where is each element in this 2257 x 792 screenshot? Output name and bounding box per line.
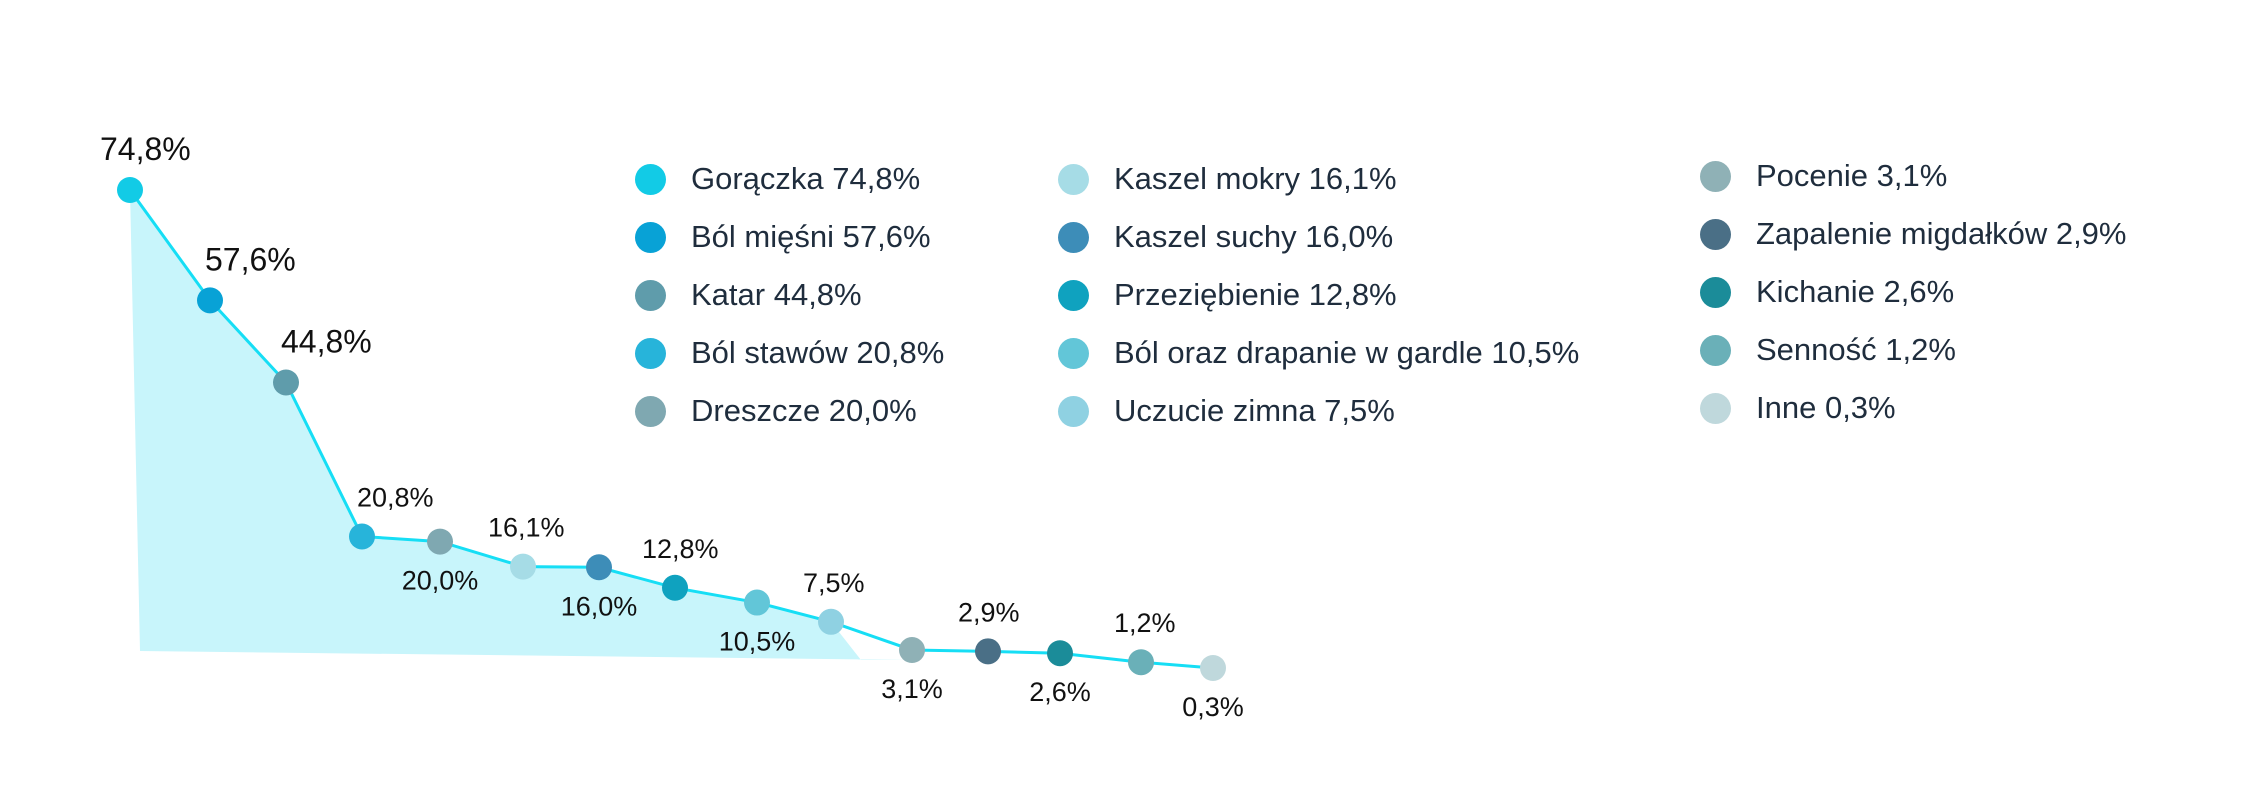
legend-item-2: Ból mięśni 57,6%	[635, 208, 944, 266]
data-point-14	[1128, 649, 1154, 676]
data-label-1: 74,8%	[100, 131, 191, 167]
data-point-7	[586, 554, 612, 581]
legend-label-4: Ból stawów 20,8%	[691, 335, 945, 370]
legend-label-2: Ból mięśni 57,6%	[691, 219, 931, 254]
legend-label-15: Inne 0,3%	[1756, 390, 1896, 425]
legend-item-12: Zapalenie migdałków 2,9%	[1700, 205, 2127, 263]
legend-swatch-6	[1058, 163, 1089, 195]
data-point-6	[510, 553, 536, 580]
data-point-10	[818, 608, 844, 635]
data-label-5: 20,0%	[402, 566, 479, 596]
legend-swatch-3	[635, 279, 666, 311]
data-label-8: 12,8%	[642, 534, 719, 564]
data-point-8	[662, 574, 688, 601]
legend-swatch-7	[1058, 221, 1089, 253]
data-label-15: 0,3%	[1182, 692, 1244, 722]
legend-label-13: Kichanie 2,6%	[1756, 274, 1955, 309]
legend-swatch-5	[635, 395, 666, 427]
data-label-3: 44,8%	[281, 323, 372, 359]
legend-item-10: Uczucie zimna 7,5%	[1058, 382, 1579, 440]
data-label-9: 10,5%	[719, 627, 796, 657]
legend-item-5: Dreszcze 20,0%	[635, 382, 944, 440]
legend-column-1: Gorączka 74,8% Ból mięśni 57,6% Katar 44,8…	[635, 150, 944, 440]
chart-area-fill	[130, 190, 912, 660]
data-point-5	[427, 528, 453, 555]
legend-swatch-15	[1700, 392, 1731, 424]
data-label-2: 57,6%	[205, 241, 296, 277]
chart-legend: Gorączka 74,8% Ból mięśni 57,6% Katar 44,8…	[0, 150, 2257, 450]
legend-swatch-11	[1700, 160, 1731, 192]
data-label-13: 2,6%	[1029, 677, 1091, 707]
legend-column-2: Kaszel mokry 16,1% Kaszel suchy 16,0% Prze…	[1058, 150, 1579, 440]
legend-label-14: Senność 1,2%	[1756, 332, 1956, 367]
legend-label-7: Kaszel suchy 16,0%	[1114, 219, 1394, 254]
legend-swatch-13	[1700, 276, 1731, 308]
legend-label-8: Przeziębienie 12,8%	[1114, 277, 1397, 312]
legend-item-11: Pocenie 3,1%	[1700, 147, 2127, 205]
data-label-12: 2,9%	[958, 597, 1020, 627]
legend-label-11: Pocenie 3,1%	[1756, 158, 1948, 193]
legend-swatch-8	[1058, 279, 1089, 311]
data-point-15	[1200, 655, 1226, 681]
legend-item-9: Ból oraz drapanie w gardle 10,5%	[1058, 324, 1579, 382]
data-label-11: 3,1%	[881, 674, 943, 704]
legend-column-3: Pocenie 3,1% Zapalenie migdałków 2,9% Kich…	[1700, 147, 2127, 437]
legend-item-13: Kichanie 2,6%	[1700, 263, 2127, 321]
data-point-12	[975, 638, 1001, 665]
legend-label-5: Dreszcze 20,0%	[691, 393, 917, 428]
data-point-9	[744, 589, 770, 616]
legend-label-6: Kaszel mokry 16,1%	[1114, 161, 1397, 196]
legend-swatch-9	[1058, 337, 1089, 369]
legend-swatch-12	[1700, 218, 1731, 250]
legend-item-4: Ból stawów 20,8%	[635, 324, 944, 382]
data-label-14: 1,2%	[1114, 608, 1176, 638]
legend-swatch-4	[635, 337, 666, 369]
legend-item-15: Inne 0,3%	[1700, 379, 2127, 437]
data-label-6: 16,1%	[488, 513, 565, 543]
data-point-11	[899, 637, 925, 664]
legend-swatch-14	[1700, 334, 1731, 366]
legend-swatch-2	[635, 221, 666, 253]
chart-points	[117, 177, 1226, 681]
legend-item-6: Kaszel mokry 16,1%	[1058, 150, 1579, 208]
legend-swatch-1	[635, 163, 666, 195]
legend-item-3: Katar 44,8%	[635, 266, 944, 324]
legend-label-10: Uczucie zimna 7,5%	[1114, 393, 1395, 428]
legend-item-8: Przeziębienie 12,8%	[1058, 266, 1579, 324]
chart-data-labels: 74,8% 57,6% 44,8% 20,8% 20,0% 16,1% 16,0%12,8%…	[100, 131, 1244, 722]
data-point-1	[117, 177, 143, 203]
legend-label-12: Zapalenie migdałków 2,9%	[1756, 216, 2127, 251]
data-point-2	[197, 287, 223, 314]
data-point-4	[349, 523, 375, 550]
legend-item-7: Kaszel suchy 16,0%	[1058, 208, 1579, 266]
legend-label-3: Katar 44,8%	[691, 277, 862, 312]
legend-swatch-10	[1058, 395, 1089, 427]
data-label-10: 7,5%	[803, 568, 865, 598]
data-label-4: 20,8%	[357, 482, 434, 512]
legend-item-1: Gorączka 74,8%	[635, 150, 944, 208]
legend-label-1: Gorączka 74,8%	[691, 161, 921, 196]
data-label-7: 16,0%	[561, 591, 638, 621]
data-point-3	[273, 369, 299, 396]
legend-item-14: Senność 1,2%	[1700, 321, 2127, 379]
data-point-13	[1047, 640, 1073, 667]
legend-label-9: Ból oraz drapanie w gardle 10,5%	[1114, 335, 1580, 370]
